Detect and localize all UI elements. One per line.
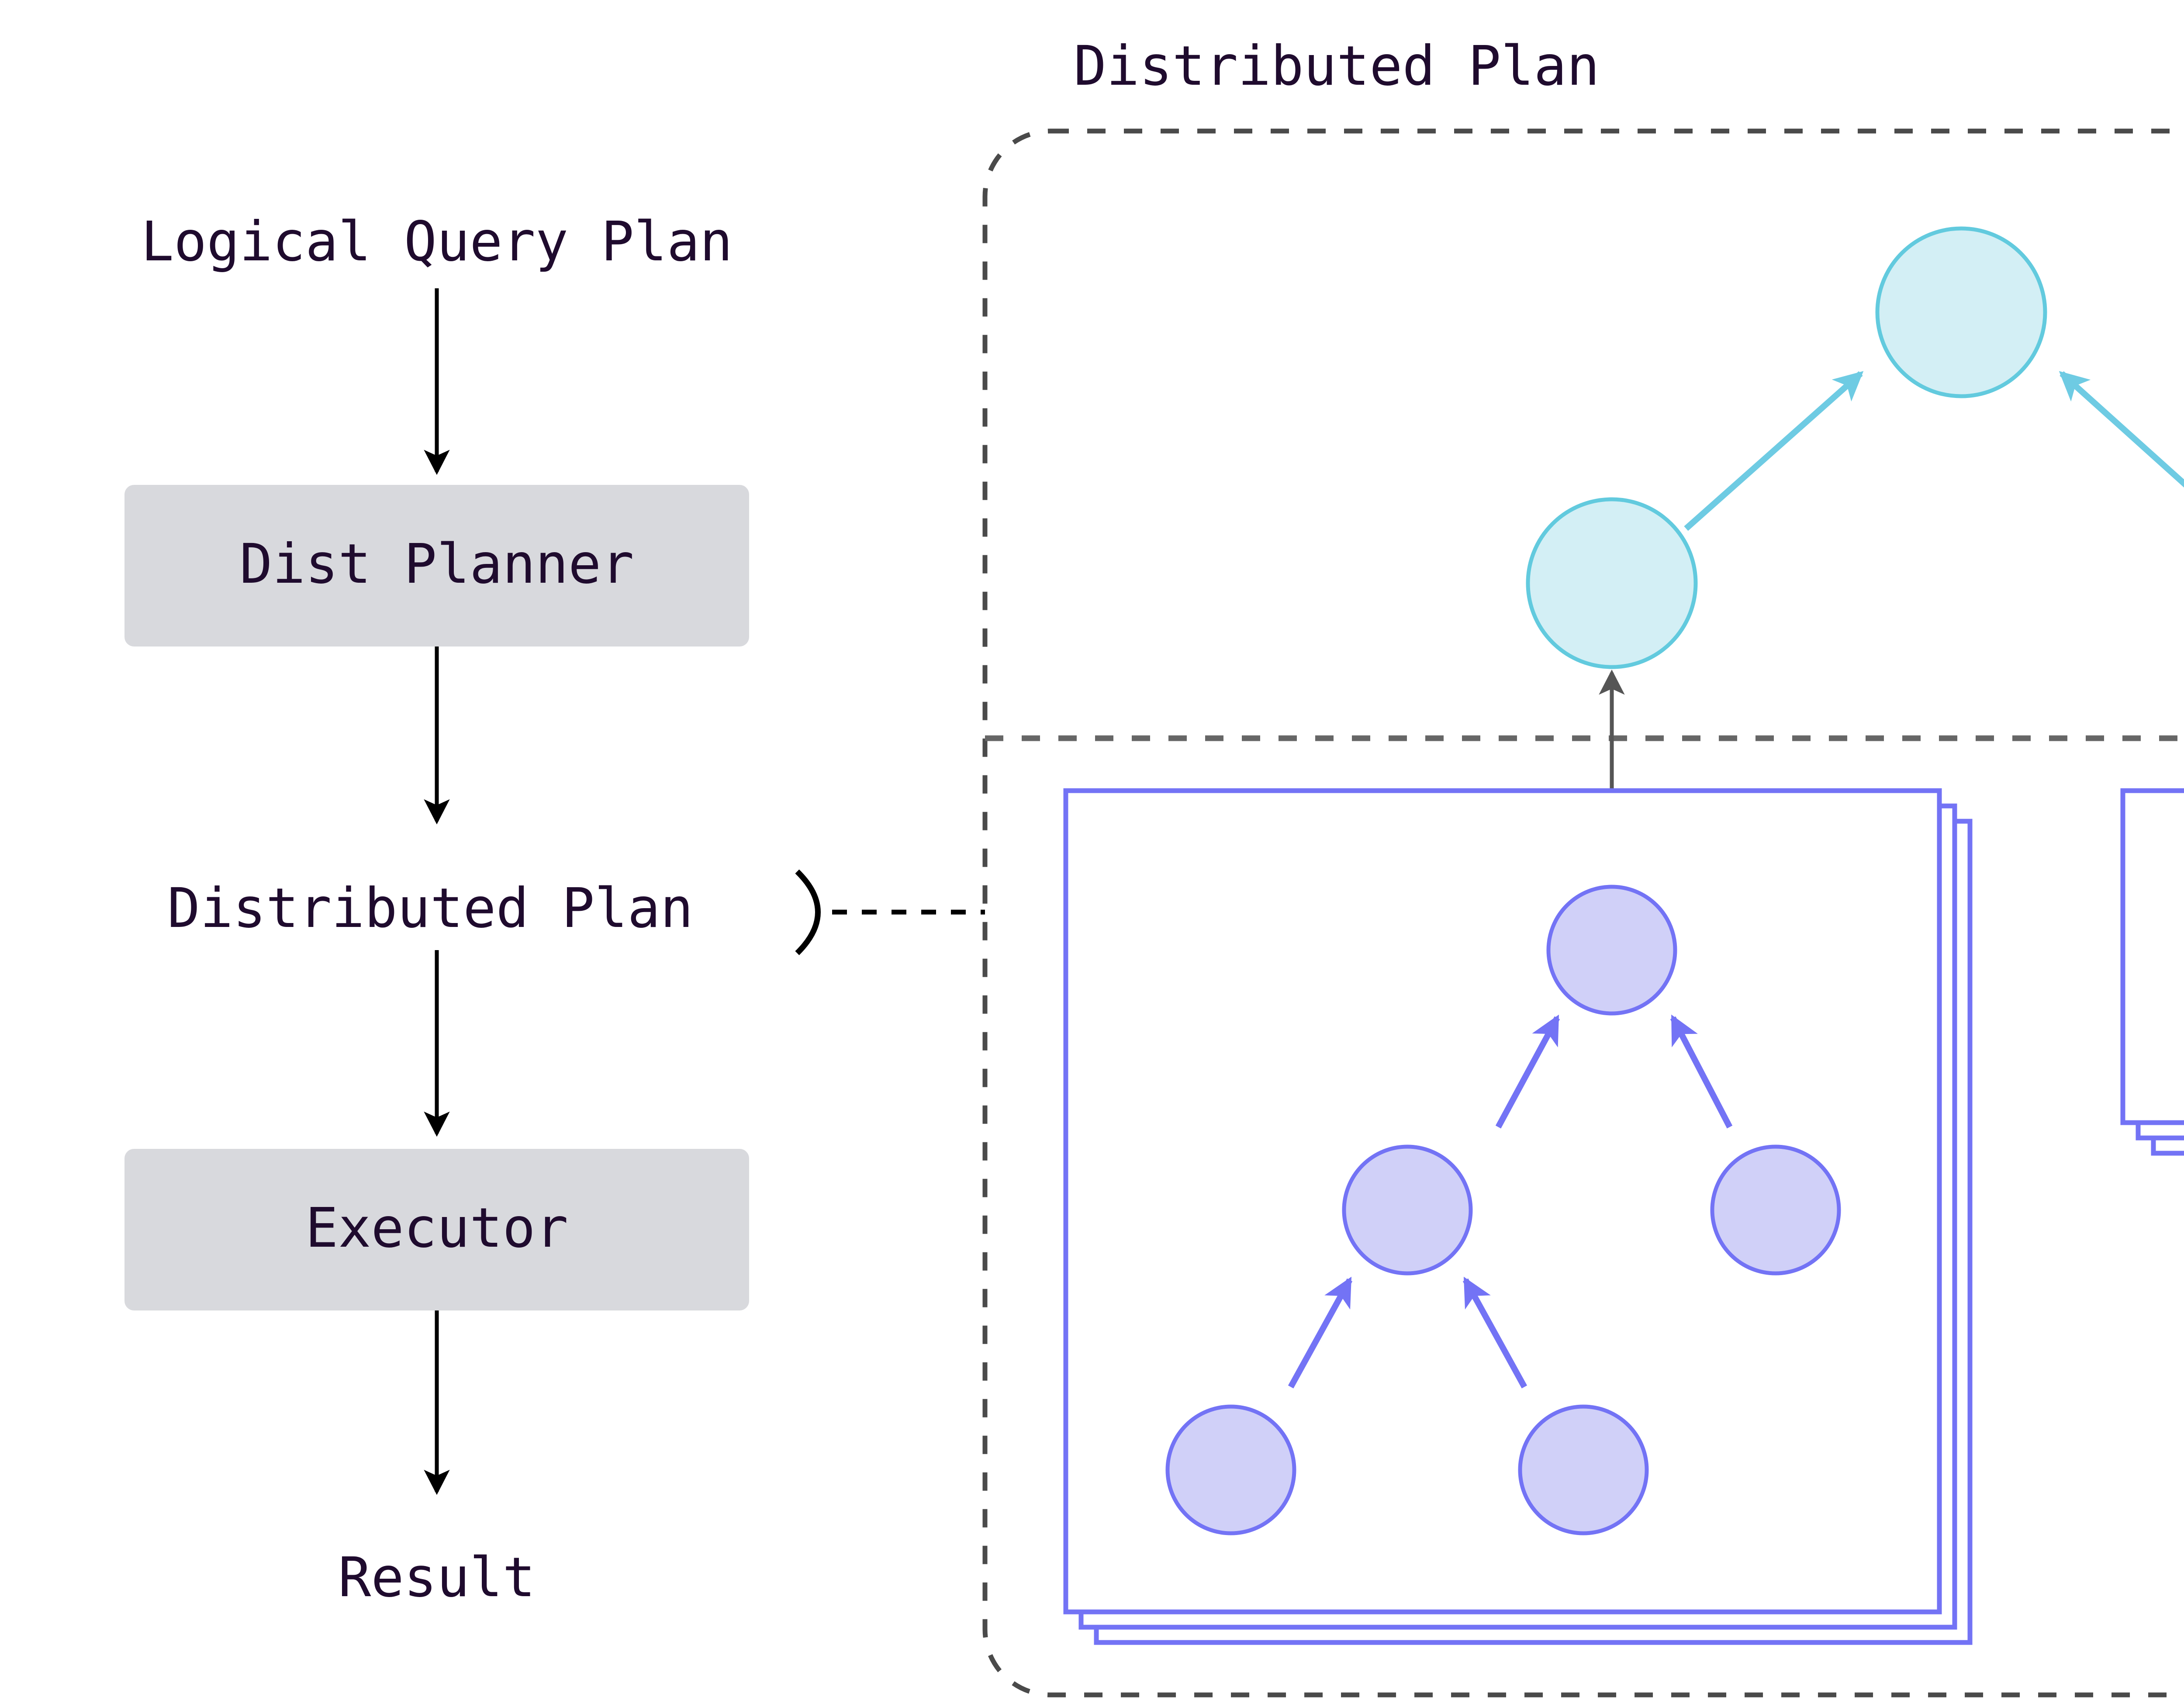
- region-group-right[interactable]: Regions: [2120, 788, 2184, 1309]
- distributed-plan-brace: [795, 869, 821, 955]
- datanode-left-mid[interactable]: [1342, 1144, 1473, 1276]
- executor-box[interactable]: [124, 1149, 749, 1310]
- pipeline-label-result: Result: [338, 1546, 536, 1609]
- executor-label: Executor: [305, 1196, 568, 1260]
- datanode-left-inner-right[interactable]: [1710, 1144, 1841, 1276]
- dist-planner-label: Dist Planner: [239, 532, 634, 596]
- edge-left-leaf1-to-left-mid: [1288, 1276, 1353, 1389]
- pipeline-label-distributed-plan: Distributed Plan: [167, 877, 693, 940]
- distributed-plan-boundary: [982, 128, 2184, 1698]
- dist-planner-box[interactable]: [124, 485, 749, 647]
- edge-left-mid-to-left-root: [1495, 1014, 1560, 1129]
- datanode-left-leaf-1[interactable]: [1165, 1404, 1296, 1535]
- pipeline-label-logical-query-plan: Logical Query Plan: [141, 210, 733, 273]
- datanode-left-leaf-2[interactable]: [1518, 1404, 1649, 1535]
- distributed-plan-title: Distributed Plan: [1074, 35, 1600, 98]
- edge-left-right-to-left-root: [1670, 1014, 1733, 1129]
- frontend-stage-nodes: [1526, 226, 2184, 882]
- datanode-left-root[interactable]: [1546, 885, 1677, 1016]
- edge-left-leaf2-to-left-mid: [1462, 1276, 1527, 1389]
- edge-frontend-left-to-root: [1684, 371, 1864, 531]
- edge-frontend-right-to-root: [2059, 371, 2184, 488]
- frontend-node-root[interactable]: [1875, 226, 2047, 398]
- frontend-node-left[interactable]: [1526, 497, 1698, 669]
- pipeline-column: Logical Query Plan Dist Planner Distribu…: [124, 210, 985, 1609]
- region-card-right-1: [2120, 788, 2184, 1125]
- distributed-plan-container-group: Distributed Plan Frontend Stage Datanode…: [982, 35, 2184, 1698]
- region-group-left[interactable]: [1063, 788, 1973, 1645]
